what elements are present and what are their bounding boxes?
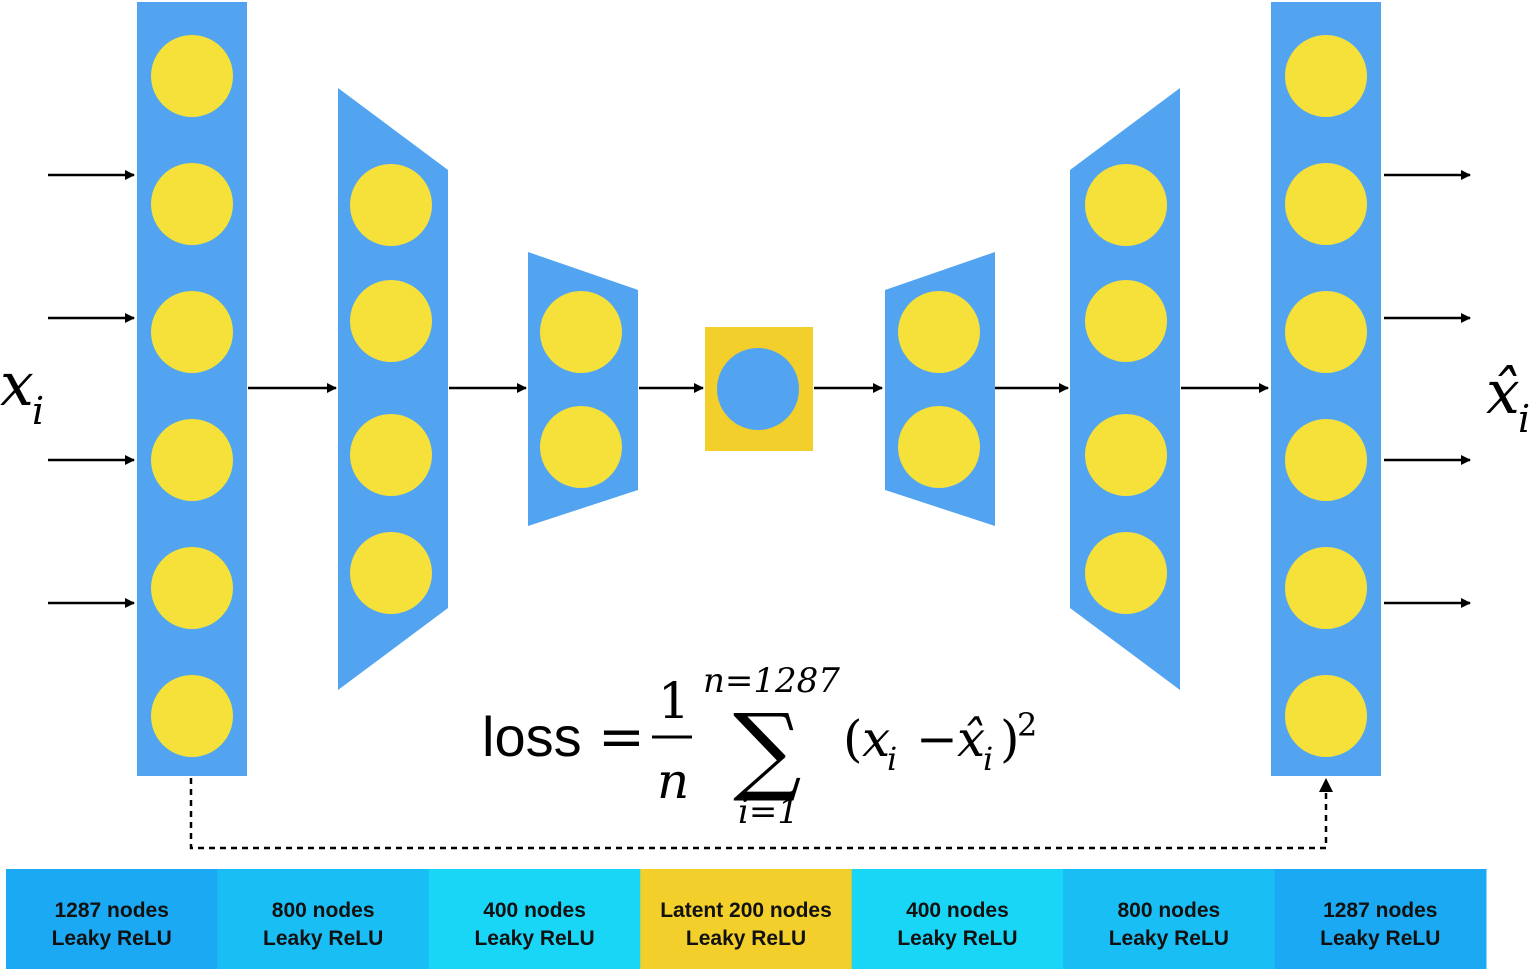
input-label-base: x xyxy=(0,350,34,420)
node xyxy=(350,532,432,614)
legend-cell-background xyxy=(217,869,430,969)
encoder-layer-800-body xyxy=(338,88,448,690)
formula-x-sub: i xyxy=(887,740,897,778)
legend-cell-background xyxy=(428,869,641,969)
node xyxy=(350,414,432,496)
node xyxy=(898,406,980,488)
legend-activation-label: Leaky ReLU xyxy=(1320,927,1440,950)
legend-activation-label: Leaky ReLU xyxy=(263,927,383,950)
legend-nodes-label: 800 nodes xyxy=(1117,899,1220,922)
decoder-layer-800 xyxy=(1070,88,1180,690)
node xyxy=(1285,35,1367,117)
node xyxy=(1085,164,1167,246)
node xyxy=(1285,163,1367,245)
legend-nodes-label: 400 nodes xyxy=(906,899,1009,922)
node xyxy=(1285,419,1367,501)
legend-activation-label: Leaky ReLU xyxy=(1109,927,1229,950)
comparison-connector xyxy=(189,778,1333,850)
node xyxy=(1285,675,1367,757)
encoder-layer-400 xyxy=(528,252,638,526)
node xyxy=(350,280,432,362)
node xyxy=(898,291,980,373)
legend-activation-label: Leaky ReLU xyxy=(474,927,594,950)
legend-activation-label: Leaky ReLU xyxy=(686,927,806,950)
decoder-layer-800-body xyxy=(1070,88,1180,690)
formula-equals: = xyxy=(598,705,645,770)
legend-cell-background xyxy=(640,869,853,969)
formula-xhat-sub: i xyxy=(983,740,993,778)
node xyxy=(350,164,432,246)
node xyxy=(540,406,622,488)
legend-activation-label: Leaky ReLU xyxy=(897,927,1017,950)
node xyxy=(151,163,233,245)
node xyxy=(151,291,233,373)
legend-activation-label: Leaky ReLU xyxy=(52,927,172,950)
node xyxy=(540,291,622,373)
sum-lower-limit: i=1 xyxy=(738,792,799,832)
node xyxy=(151,675,233,757)
legend-nodes-label: 1287 nodes xyxy=(1323,899,1437,922)
legend-cell-background xyxy=(851,869,1064,969)
node xyxy=(1285,291,1367,373)
node xyxy=(151,419,233,501)
encoder-layer-800 xyxy=(338,88,448,690)
legend-nodes-label: 1287 nodes xyxy=(55,899,169,922)
output-label-sub: i xyxy=(1518,397,1530,441)
latent-layer xyxy=(705,327,813,451)
sum-symbol: ∑ xyxy=(733,693,802,805)
input-arrows xyxy=(48,170,135,608)
latent-node xyxy=(717,348,799,430)
input-label-sub: i xyxy=(32,389,44,433)
legend-nodes-label: 400 nodes xyxy=(483,899,586,922)
formula-xhat: x̂ xyxy=(957,710,985,768)
node xyxy=(151,35,233,117)
legend-cell-background xyxy=(6,869,218,969)
formula-denominator: n xyxy=(657,752,689,810)
dashed-connector xyxy=(189,778,1328,850)
input-label: x i xyxy=(0,350,44,433)
loss-word: loss xyxy=(482,705,582,768)
output-arrows xyxy=(1384,170,1471,608)
sum-upper-limit: n=1287 xyxy=(703,661,840,701)
decoder-layer-400 xyxy=(885,252,995,526)
formula-x: x xyxy=(862,710,890,768)
legend-nodes-label: 800 nodes xyxy=(272,899,375,922)
output-layer xyxy=(1271,2,1381,776)
node xyxy=(1085,532,1167,614)
input-layer-body xyxy=(137,2,247,776)
loss-formula: loss = 1 n n=1287 ∑ i=1 ( x i − x̂ i ) 2 xyxy=(482,661,1037,832)
formula-numerator: 1 xyxy=(658,672,690,730)
node xyxy=(1285,547,1367,629)
node xyxy=(151,547,233,629)
formula-open-paren: ( xyxy=(843,710,863,768)
output-label: x̂ i xyxy=(1486,358,1530,441)
node xyxy=(1085,414,1167,496)
node xyxy=(1085,280,1167,362)
formula-minus: − xyxy=(916,710,958,768)
output-label-base: x̂ xyxy=(1486,358,1520,428)
legend-nodes-label: Latent 200 nodes xyxy=(660,899,832,922)
output-layer-body xyxy=(1271,2,1381,776)
legend-cell-background xyxy=(1063,869,1276,969)
legend-cell-background xyxy=(1274,869,1487,969)
dashed-connector-arrowhead xyxy=(1319,778,1333,792)
formula-close-paren: ) xyxy=(1000,710,1020,768)
input-layer xyxy=(137,2,247,776)
formula-power: 2 xyxy=(1017,706,1037,744)
